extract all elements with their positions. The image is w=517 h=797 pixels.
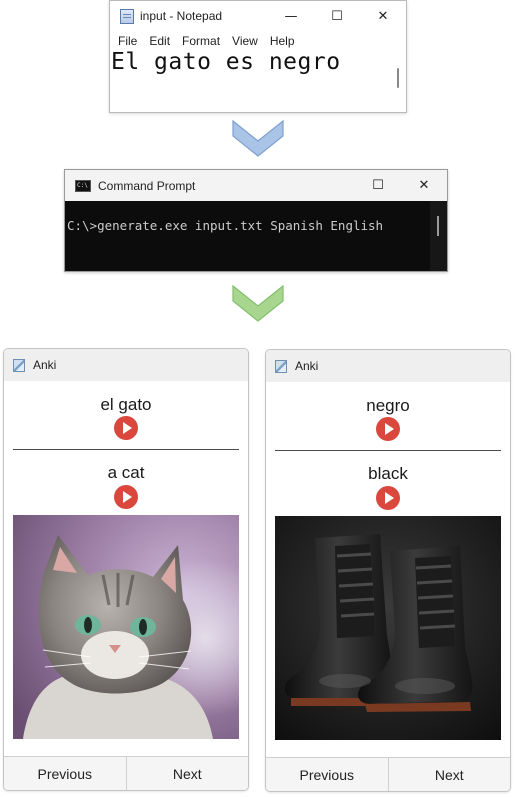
menu-help[interactable]: Help: [269, 34, 295, 48]
chevron-down-icon: [232, 284, 284, 322]
cat-photo: [13, 515, 239, 739]
anki-icon: [275, 359, 287, 373]
play-audio-icon[interactable]: [376, 486, 400, 510]
card-back-word: black: [368, 464, 408, 483]
cmd-console[interactable]: C:\>generate.exe input.txt Spanish Engli…: [65, 201, 447, 271]
cmd-scrollbar-track[interactable]: [430, 201, 447, 271]
notepad-icon: [120, 8, 134, 24]
minimize-icon[interactable]: —: [284, 8, 298, 24]
card-divider: [275, 450, 501, 451]
card-front-word: negro: [366, 396, 410, 415]
menu-edit[interactable]: Edit: [149, 34, 171, 48]
notepad-text-area[interactable]: El gato es negro: [111, 49, 341, 75]
anki-window-cat: Anki el gato a cat: [3, 348, 249, 791]
notepad-menubar: File Edit Format View Help: [110, 31, 406, 51]
notepad-scrollbar[interactable]: [397, 68, 399, 88]
cmd-title: Command Prompt: [98, 178, 196, 193]
anki-window-boots: Anki negro black: [265, 349, 511, 792]
anki-title: Anki: [295, 359, 319, 373]
cmd-titlebar[interactable]: C:\ Command Prompt: [65, 170, 447, 201]
menu-file[interactable]: File: [118, 34, 138, 48]
maximize-icon[interactable]: ☐: [331, 8, 343, 24]
cmd-icon: C:\: [75, 179, 91, 192]
next-button[interactable]: Next: [387, 758, 511, 791]
card-front-word: el gato: [100, 395, 152, 414]
command-prompt-window: C:\ Command Prompt ☐ ✕ C:\>generate.exe …: [64, 169, 448, 272]
anki-title: Anki: [33, 358, 57, 372]
cmd-window-controls: ☐ ✕: [355, 170, 447, 200]
cmd-scrollbar-thumb[interactable]: [437, 216, 439, 236]
notepad-window: input - Notepad — ☐ ✕ File Edit Format V…: [109, 0, 407, 113]
black-boots-photo: [275, 516, 501, 740]
play-audio-icon[interactable]: [376, 417, 400, 441]
next-button[interactable]: Next: [125, 757, 249, 790]
notepad-title: input - Notepad: [140, 9, 223, 23]
card-back-word: a cat: [107, 463, 145, 482]
card-navigation: Previous Next: [4, 756, 248, 790]
card-navigation: Previous Next: [266, 757, 510, 791]
previous-button[interactable]: Previous: [299, 766, 354, 783]
cmd-command-line: C:\>generate.exe input.txt Spanish Engli…: [67, 218, 384, 233]
play-audio-icon[interactable]: [114, 416, 138, 440]
maximize-icon[interactable]: ☐: [372, 178, 384, 193]
notepad-window-controls: — ☐ ✕: [268, 1, 406, 31]
anki-titlebar[interactable]: Anki: [4, 349, 248, 381]
card-divider: [13, 449, 239, 450]
menu-view[interactable]: View: [232, 34, 258, 48]
play-audio-icon[interactable]: [114, 485, 138, 509]
anki-titlebar[interactable]: Anki: [266, 350, 510, 382]
anki-icon: [13, 358, 25, 372]
chevron-down-icon: [232, 119, 284, 157]
close-icon[interactable]: ✕: [377, 8, 389, 24]
notepad-titlebar[interactable]: input - Notepad: [110, 1, 406, 31]
previous-button[interactable]: Previous: [37, 765, 92, 782]
menu-format[interactable]: Format: [182, 34, 221, 48]
close-icon[interactable]: ✕: [418, 178, 430, 193]
